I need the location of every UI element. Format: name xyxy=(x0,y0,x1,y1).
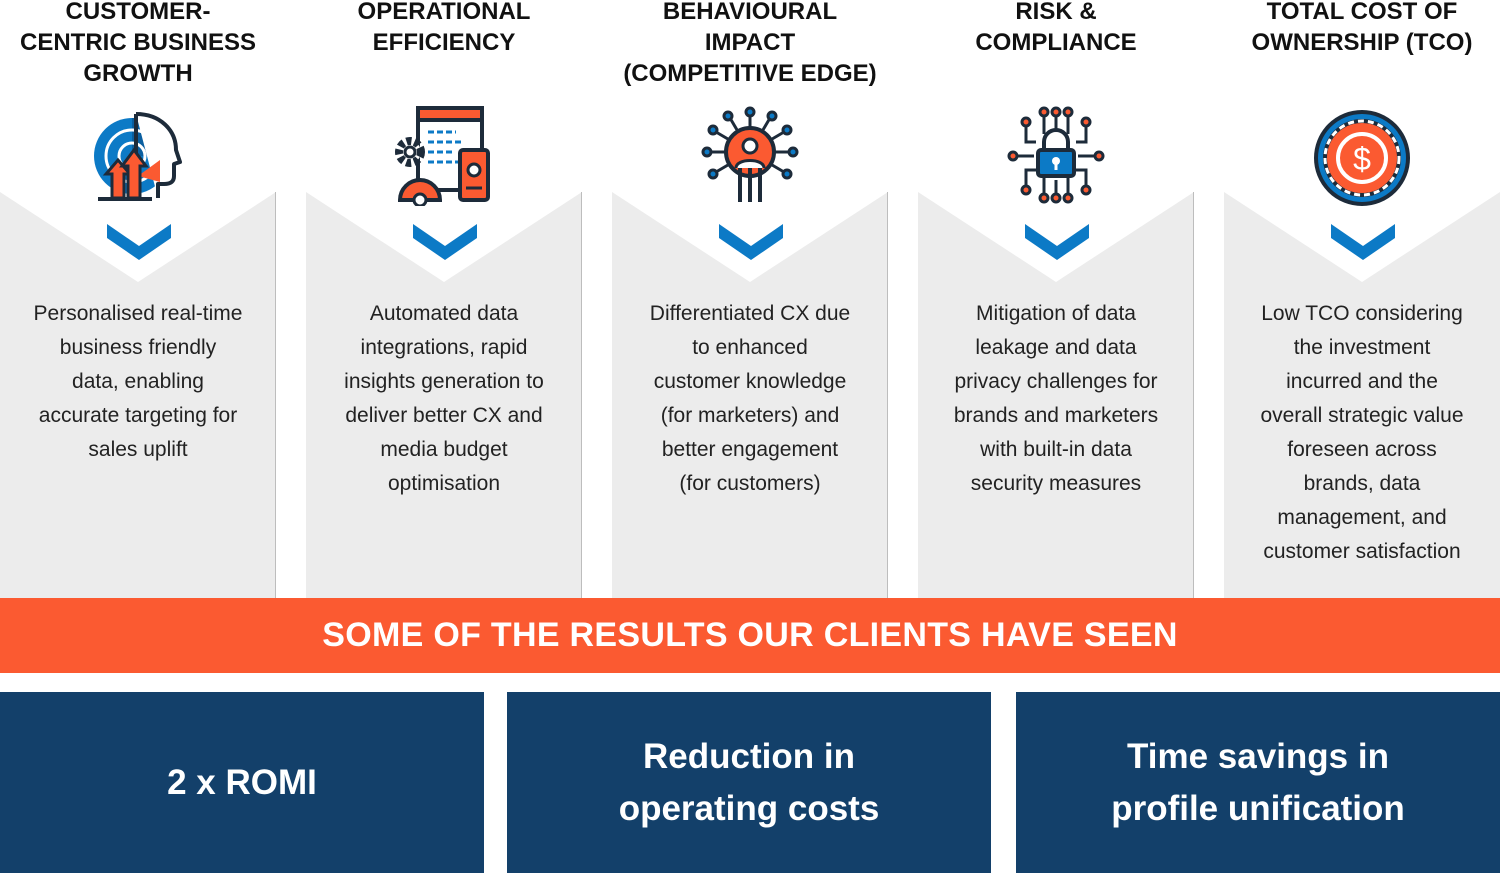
result-text: 2 x ROMI xyxy=(167,762,317,802)
results-banner-text: SOME OF THE RESULTS OUR CLIENTS HAVE SEE… xyxy=(322,616,1178,654)
result-text: Reduction in operating costs xyxy=(618,736,880,828)
results-banner: SOME OF THE RESULTS OUR CLIENTS HAVE SEE… xyxy=(0,598,1500,673)
result-box-romi: 2 x ROMI xyxy=(0,692,484,873)
chevron-down-icon xyxy=(719,224,783,260)
svg-text:$: $ xyxy=(1353,141,1371,177)
benefit-description: Personalised real-time business friendly… xyxy=(33,302,243,461)
chevron-down-icon xyxy=(413,224,477,260)
dollar-coin-icon: $ xyxy=(1314,110,1410,206)
benefit-description: Mitigation of data leakage and data priv… xyxy=(953,302,1159,495)
result-box-operating-costs: Reduction in operating costs xyxy=(507,692,991,873)
benefit-title: TOTAL COST OF OWNERSHIP (TCO) xyxy=(1251,0,1473,56)
benefit-column-growth: CUSTOMER- CENTRIC BUSINESS GROWTH Person… xyxy=(0,0,276,598)
benefit-title: BEHAVIOURAL IMPACT (COMPETITIVE EDGE) xyxy=(623,0,877,87)
chevron-down-icon xyxy=(1025,224,1089,260)
growth-head-icon xyxy=(94,112,182,201)
operations-gear-document-icon xyxy=(395,106,490,206)
chevron-down-icon xyxy=(107,224,171,260)
chevron-down-icon xyxy=(1331,224,1395,260)
result-box-time-savings: Time savings in profile unification xyxy=(1016,692,1500,873)
benefit-title: OPERATIONAL EFFICIENCY xyxy=(357,0,531,56)
benefit-column-behavioural: BEHAVIOURAL IMPACT (COMPETITIVE EDGE) Di… xyxy=(612,0,888,598)
benefit-title: RISK & COMPLIANCE xyxy=(975,0,1137,56)
benefit-column-tco: TOTAL COST OF OWNERSHIP (TCO) $ Low TCO … xyxy=(1224,0,1500,598)
benefit-description: Low TCO considering the investment incur… xyxy=(1260,302,1464,563)
benefit-column-efficiency: OPERATIONAL EFFICIENCY Automated data in… xyxy=(306,0,582,598)
benefit-description: Automated data integrations, rapid insig… xyxy=(344,302,544,495)
network-person-icon xyxy=(701,106,799,202)
benefit-column-risk: RISK & COMPLIANCE Mitigation of data lea… xyxy=(918,0,1194,598)
benefit-description: Differentiated CX due to enhanced custom… xyxy=(649,302,851,495)
result-text: Time savings in profile unification xyxy=(1111,736,1405,828)
circuit-lock-icon xyxy=(1007,106,1105,204)
benefit-title: CUSTOMER- CENTRIC BUSINESS GROWTH xyxy=(19,0,257,87)
